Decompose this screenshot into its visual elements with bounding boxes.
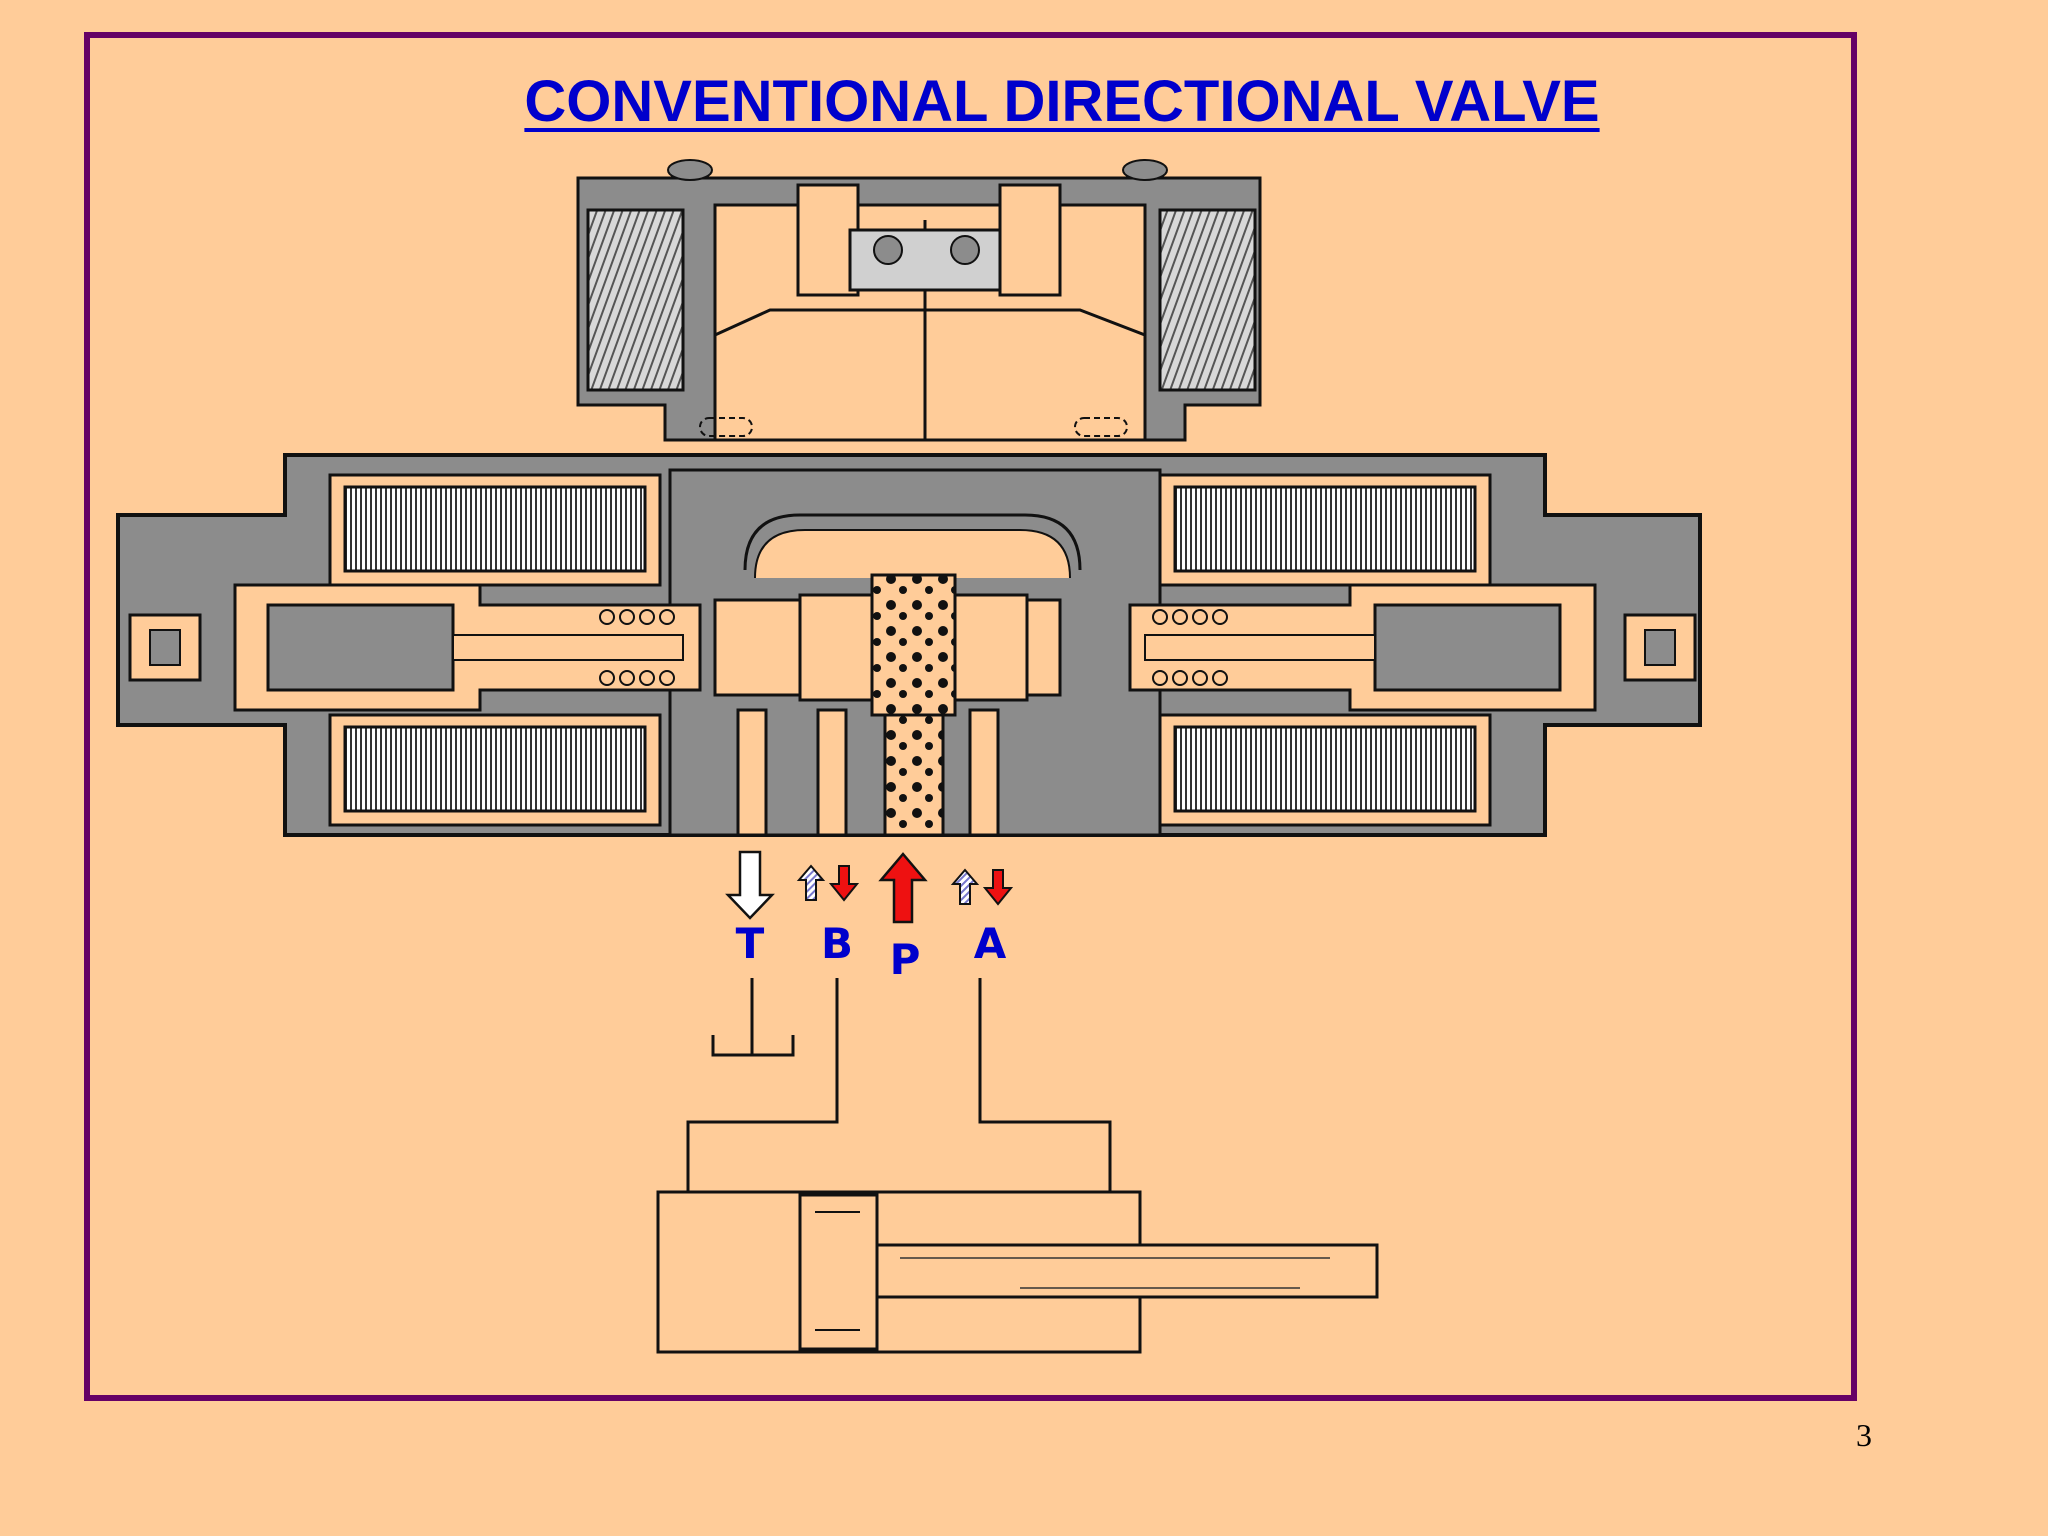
b-up-arrow — [796, 864, 826, 901]
b-line — [686, 978, 839, 1192]
valve-body — [116, 453, 1702, 837]
connector-housing — [576, 159, 1262, 442]
tank-return-arrow — [725, 850, 775, 920]
hydraulic-cylinder — [656, 1190, 1379, 1354]
slide-title: CONVENTIONAL DIRECTIONAL VALVE — [524, 69, 1600, 134]
a-down-arrow — [982, 869, 1014, 906]
right-lower-coil — [1173, 725, 1477, 813]
port-label-p: P — [890, 935, 921, 984]
port-label-b: B — [821, 919, 853, 968]
piston-rod — [875, 1243, 1379, 1299]
port-label-t: T — [736, 919, 765, 968]
spool — [713, 573, 1062, 717]
circuit-lines — [686, 978, 1112, 1192]
tank-passage — [736, 708, 768, 837]
piston — [798, 1193, 879, 1351]
left-lower-coil — [343, 725, 647, 813]
right-upper-coil — [1173, 485, 1477, 573]
pressure-arrow — [878, 852, 928, 924]
b-passage — [816, 708, 848, 837]
slide-frame — [84, 32, 1857, 1401]
port-label-a: A — [974, 919, 1007, 968]
a-line — [978, 978, 1112, 1192]
page-number: 3 — [1856, 1417, 1872, 1453]
pressure-passage — [883, 713, 945, 837]
tank-symbol — [711, 1035, 795, 1057]
a-passage — [968, 708, 1000, 837]
flow-arrows — [725, 850, 1014, 924]
b-down-arrow — [828, 865, 860, 902]
a-up-arrow — [950, 868, 980, 905]
left-upper-coil — [343, 485, 647, 573]
